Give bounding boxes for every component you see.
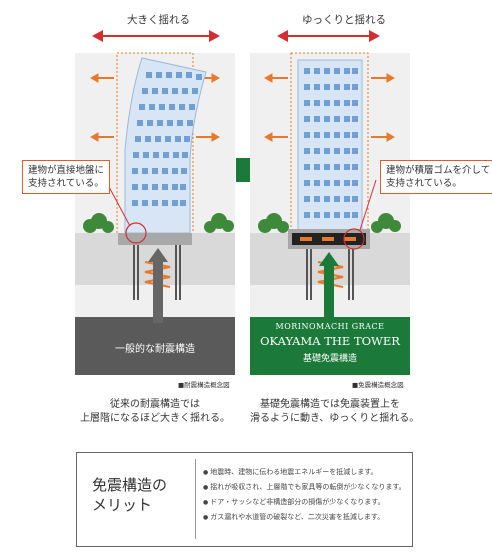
left-desc-line2: 上層階になるほど大きく揺れる。 xyxy=(80,413,230,424)
merit-item-text: ドア・サッシなど非構造部分の損傷が少なくなります。 xyxy=(210,498,385,506)
left-caption: ■耐震構造概念図 xyxy=(178,381,230,389)
left-callout-line1: 建物が直接地盤に xyxy=(28,165,105,176)
right-red-circle-marker xyxy=(343,228,365,250)
merit-item: ●ドア・サッシなど非構造部分の損傷が少なくなります。 xyxy=(203,495,406,510)
right-desc-line2: 滑るように動き、ゆっくりと揺れる。 xyxy=(250,413,420,424)
left-ground-label: 一般的な耐震構造 xyxy=(115,344,195,355)
left-up-arrow xyxy=(148,248,168,323)
merit-item: ●揺れが吸収され、上層階でも家具等の転倒が少なくなります。 xyxy=(203,480,406,495)
right-description: 基礎免震構造では免震装置上を 滑るように動き、ゆっくりと揺れる。 xyxy=(250,398,420,426)
merit-list: ●地震時、建物に伝わる地震エネルギーを抵減します。 ●揺れが吸収され、上層階でも… xyxy=(203,465,406,525)
left-trees xyxy=(83,213,234,233)
right-callout-line2: 支持されている。 xyxy=(386,178,462,189)
right-ground-label: 基礎免震構造 xyxy=(302,354,357,364)
right-building xyxy=(297,59,363,231)
merit-item-text: ガス漏れや水道管の破裂など、二次災害を抵減します。 xyxy=(210,513,385,521)
left-orange-arrows xyxy=(89,73,221,142)
bullet-icon: ● xyxy=(203,469,209,476)
right-callout-line1: 建物が積層ゴムを介して xyxy=(386,165,491,176)
merit-item: ●地震時、建物に伝わる地震エネルギーを抵減します。 xyxy=(203,465,406,480)
left-red-circle-marker xyxy=(125,222,147,244)
right-sway-label: ゆっくりと揺れる xyxy=(302,14,386,26)
left-desc-line1: 従来の耐震構造では xyxy=(110,399,200,410)
merit-title-line2: メリット xyxy=(92,496,153,514)
right-orange-arrows xyxy=(263,73,396,142)
merit-title-line1: 免震構造の xyxy=(92,476,168,494)
brand-line1: MORINOMACHI GRACE xyxy=(275,322,385,331)
bullet-icon: ● xyxy=(203,484,209,491)
left-sway-label: 大きく揺れる xyxy=(127,14,190,26)
rubber-bearing-marks xyxy=(300,237,356,241)
merit-title: 免震構造の メリット xyxy=(92,475,167,515)
left-callout-line2: 支持されている。 xyxy=(28,178,104,189)
merit-item-text: 揺れが吸収され、上層階でも家具等の転倒が少なくなります。 xyxy=(210,483,406,491)
left-callout: 建物が直接地盤に 支持されている。 xyxy=(22,160,111,194)
right-desc-line1: 基礎免震構造では免震装置上を xyxy=(260,399,400,410)
left-diagram xyxy=(75,30,410,375)
merit-item: ●ガス漏れや水道管の破裂など、二次災害を抵減します。 xyxy=(203,510,406,525)
bullet-icon: ● xyxy=(203,499,209,506)
merit-box: 免震構造の メリット ●地震時、建物に伝わる地震エネルギーを抵減します。 ●揺れ… xyxy=(76,452,413,547)
merit-item-text: 地震時、建物に伝わる地震エネルギーを抵減します。 xyxy=(210,468,378,476)
right-trees xyxy=(258,213,401,233)
right-piles xyxy=(306,249,354,300)
left-description: 従来の耐震構造では 上層階になるほど大きく揺れる。 xyxy=(80,398,230,426)
left-piles xyxy=(133,245,181,300)
left-building xyxy=(124,57,207,234)
left-red-double-arrow xyxy=(92,30,220,42)
right-red-double-arrow xyxy=(277,30,380,42)
right-callout: 建物が積層ゴムを介して 支持されている。 xyxy=(380,160,492,194)
bullet-icon: ● xyxy=(203,514,209,521)
right-up-arrow xyxy=(319,252,339,320)
brand-line2: OKAYAMA THE TOWER xyxy=(260,334,400,348)
right-caption: ■免震構造概念図 xyxy=(352,381,404,389)
merit-divider xyxy=(195,459,196,539)
